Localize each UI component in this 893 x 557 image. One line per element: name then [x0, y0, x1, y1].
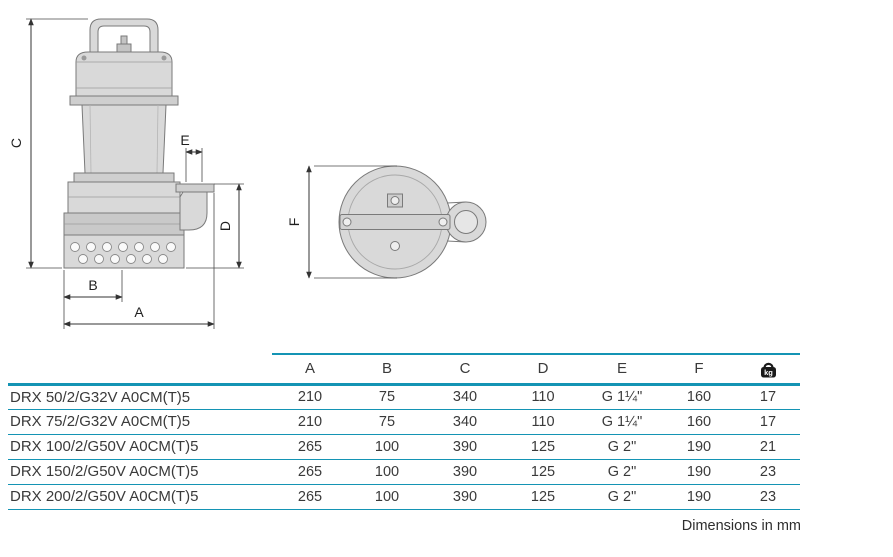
value-d: 110 — [504, 409, 582, 435]
table-header-row: A B C D E F kg — [8, 353, 800, 386]
weight-unit-label: kg — [764, 368, 773, 377]
col-header-c: C — [426, 353, 504, 386]
dimension-f: F — [286, 165, 397, 279]
technical-drawings: C E D B — [8, 18, 487, 329]
value-c: 390 — [426, 484, 504, 510]
value-f: 160 — [662, 409, 736, 435]
dim-label-c: C — [8, 138, 24, 148]
value-kg: 21 — [736, 434, 800, 460]
value-b: 100 — [348, 459, 426, 485]
value-c: 340 — [426, 384, 504, 410]
value-f: 190 — [662, 434, 736, 460]
model-cell: DRX 50/2/G32V A0CM(T)5 — [8, 384, 272, 410]
clamp-bar — [339, 193, 451, 251]
pump-handle — [89, 18, 159, 53]
value-e: G 1¼" — [582, 384, 662, 410]
table-row: DRX 100/2/G50V A0CM(T)5 265 100 390 125 … — [8, 434, 800, 460]
dimensions-note: Dimensions in mm — [681, 518, 801, 534]
value-c: 340 — [426, 409, 504, 435]
value-a: 210 — [272, 384, 348, 410]
value-a: 265 — [272, 484, 348, 510]
value-f: 190 — [662, 459, 736, 485]
value-d: 125 — [504, 484, 582, 510]
pump-top-view: F — [286, 165, 487, 279]
value-b: 75 — [348, 409, 426, 435]
pump-side-view: C E D B — [8, 18, 244, 329]
value-d: 110 — [504, 384, 582, 410]
model-cell: DRX 75/2/G32V A0CM(T)5 — [8, 409, 272, 435]
weight-kg-icon: kg — [759, 361, 778, 378]
value-b: 75 — [348, 384, 426, 410]
pump-casing — [63, 181, 185, 236]
value-b: 100 — [348, 484, 426, 510]
model-column-header — [8, 354, 272, 386]
dim-label-b: B — [88, 277, 97, 293]
value-d: 125 — [504, 434, 582, 460]
dim-label-a: A — [134, 304, 144, 320]
value-d: 125 — [504, 459, 582, 485]
value-c: 390 — [426, 434, 504, 460]
dimension-b: B — [63, 270, 123, 329]
table-row: DRX 50/2/G32V A0CM(T)5 210 75 340 110 G … — [8, 384, 800, 410]
col-header-b: B — [348, 353, 426, 386]
model-cell: DRX 150/2/G50V A0CM(T)5 — [8, 459, 272, 485]
dimensions-table: A B C D E F kg DRX — [8, 353, 800, 510]
col-header-e: E — [582, 353, 662, 386]
dim-label-f: F — [286, 218, 302, 227]
col-header-weight: kg — [736, 353, 800, 386]
value-kg: 17 — [736, 409, 800, 435]
value-kg: 17 — [736, 384, 800, 410]
dimension-a: A — [63, 193, 215, 329]
table-row: DRX 200/2/G50V A0CM(T)5 265 100 390 125 … — [8, 484, 800, 510]
col-header-f: F — [662, 353, 736, 386]
strainer-base — [63, 234, 185, 269]
value-e: G 2" — [582, 434, 662, 460]
value-a: 210 — [272, 409, 348, 435]
table-row: DRX 75/2/G32V A0CM(T)5 210 75 340 110 G … — [8, 409, 800, 435]
value-a: 265 — [272, 434, 348, 460]
value-kg: 23 — [736, 484, 800, 510]
table-row: DRX 150/2/G50V A0CM(T)5 265 100 390 125 … — [8, 459, 800, 485]
value-a: 265 — [272, 459, 348, 485]
value-f: 190 — [662, 484, 736, 510]
dim-label-e: E — [180, 132, 189, 148]
value-e: G 2" — [582, 459, 662, 485]
dim-label-d: D — [217, 221, 233, 231]
value-e: G 2" — [582, 484, 662, 510]
dimension-c: C — [8, 18, 88, 269]
dimension-e: E — [180, 132, 203, 182]
value-e: G 1¼" — [582, 409, 662, 435]
dimension-d: D — [186, 183, 244, 269]
model-cell: DRX 200/2/G50V A0CM(T)5 — [8, 484, 272, 510]
value-c: 390 — [426, 459, 504, 485]
model-cell: DRX 100/2/G50V A0CM(T)5 — [8, 434, 272, 460]
discharge-port-top — [445, 201, 487, 243]
value-f: 160 — [662, 384, 736, 410]
value-b: 100 — [348, 434, 426, 460]
col-header-a: A — [272, 353, 348, 386]
discharge-elbow — [175, 183, 215, 231]
value-kg: 23 — [736, 459, 800, 485]
col-header-d: D — [504, 353, 582, 386]
motor-housing — [69, 51, 179, 183]
